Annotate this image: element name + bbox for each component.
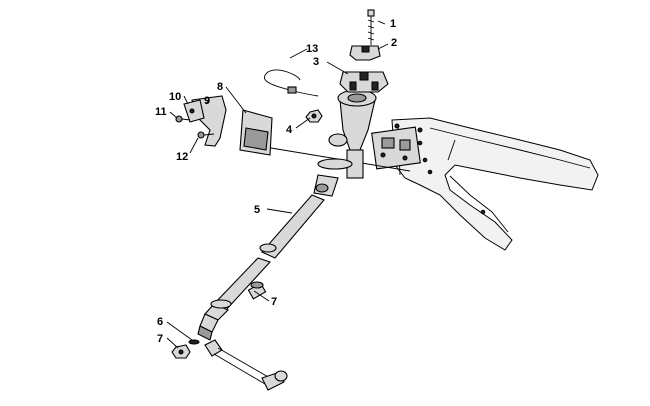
- handlebar-block: [339, 71, 389, 93]
- upper-u-joint: [313, 174, 339, 197]
- leader-lines: [166, 20, 389, 349]
- callout-10: 10: [169, 91, 181, 103]
- callout-9: 9: [204, 95, 210, 107]
- bracket-clamp: [183, 99, 205, 123]
- callout-5: 5: [254, 204, 260, 216]
- bushing: [247, 281, 267, 300]
- callout-13: 13: [306, 43, 318, 55]
- cap-bolt: [367, 9, 375, 45]
- bracket-bolt: [175, 115, 191, 123]
- vehicle-frame: [371, 117, 599, 251]
- callout-3: 3: [313, 56, 319, 68]
- callout-4: 4: [286, 124, 293, 136]
- callout-12: 12: [176, 151, 188, 163]
- washer: [188, 339, 200, 345]
- tie-rod: [204, 339, 288, 391]
- nut: [305, 109, 323, 123]
- steering-post: [317, 89, 377, 179]
- steering-shaft: [259, 194, 325, 259]
- callout-6: 6: [157, 316, 163, 328]
- lower-shaft: [197, 257, 271, 341]
- callout-2: 2: [391, 37, 397, 49]
- bracket-screw: [197, 131, 215, 139]
- callout-1: 1: [390, 18, 396, 30]
- steering-support-bracket: [239, 109, 273, 156]
- handlebar-cap: [349, 45, 381, 61]
- callout-8: 8: [217, 81, 223, 93]
- callout-11: 11: [155, 106, 167, 118]
- lower-nut: [171, 344, 191, 359]
- cable: [263, 69, 319, 97]
- callout-7-upper: 7: [271, 296, 277, 308]
- callout-7-lower: 7: [157, 333, 163, 345]
